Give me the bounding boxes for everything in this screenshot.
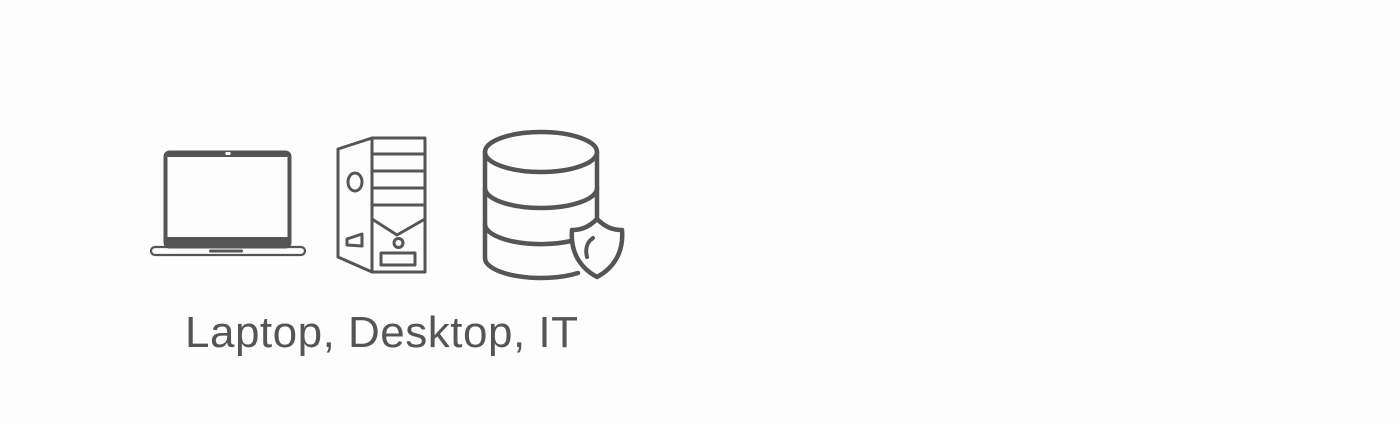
desktop-tower-icon [336,136,427,274]
laptop-icon [149,150,307,257]
caption-text: Laptop, Desktop, IT [185,308,579,357]
database-shield-icon [482,129,625,281]
